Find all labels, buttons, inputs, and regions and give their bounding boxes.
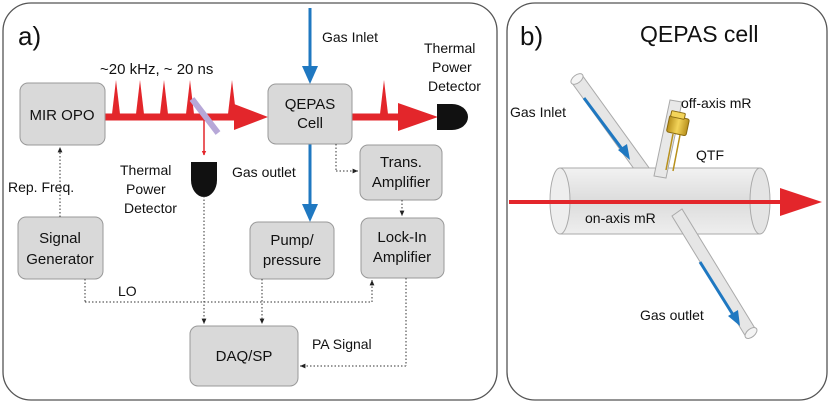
- thermal-left-line1: Thermal: [120, 162, 171, 178]
- mir-opo-box: MIR OPO: [19, 82, 106, 146]
- panel-b-label: b): [520, 21, 543, 51]
- gas-inlet-label: Gas Inlet: [322, 29, 378, 45]
- pa-signal-label: PA Signal: [312, 336, 372, 352]
- thermal-detector-right-icon: [437, 104, 468, 130]
- qtf-icon: [665, 110, 690, 172]
- thermal-left-line2: Power: [126, 181, 166, 197]
- daq-box: DAQ/SP: [189, 325, 299, 387]
- pulse-train: [112, 80, 388, 114]
- lockin-amplifier-box: Lock-In Amplifier: [360, 217, 445, 279]
- panel-a-label: a): [18, 21, 41, 51]
- mir-opo-label: MIR OPO: [29, 107, 94, 124]
- laser-beam: [105, 103, 438, 131]
- thermal-right-line1: Thermal: [424, 40, 475, 56]
- siggen-label-1: Signal: [39, 230, 81, 247]
- qtf-label: QTF: [696, 147, 724, 163]
- signal-lines: [57, 144, 407, 369]
- trans-amplifier-box: Trans. Amplifier: [359, 144, 443, 201]
- pulse-text: ~20 kHz, ~ 20 ns: [100, 61, 213, 78]
- on-axis-label: on-axis mR: [585, 210, 656, 226]
- siggen-label-2: Generator: [26, 251, 94, 268]
- trans-label-1: Trans.: [380, 154, 422, 171]
- pump-label-1: Pump/: [270, 232, 314, 249]
- pump-pressure-box: Pump/ pressure: [249, 221, 335, 280]
- trans-label-2: Amplifier: [372, 174, 430, 191]
- thermal-detector-left-icon: [191, 162, 217, 197]
- b-gas-outlet-label: Gas outlet: [640, 307, 704, 323]
- thermal-left-line3: Detector: [124, 200, 177, 216]
- pump-label-2: pressure: [263, 252, 321, 269]
- lockin-label-1: Lock-In: [377, 229, 426, 246]
- panel-a-frame: [2, 2, 498, 401]
- lockin-label-2: Amplifier: [373, 249, 431, 266]
- panel-b-title: QEPAS cell: [640, 21, 758, 47]
- qepas-label-2: Cell: [297, 115, 323, 132]
- off-axis-label: off-axis mR: [681, 95, 752, 111]
- b-gas-inlet-label: Gas Inlet: [510, 104, 566, 120]
- daq-label: DAQ/SP: [216, 348, 273, 365]
- lo-label: LO: [118, 283, 137, 299]
- b-laser-beam: [509, 188, 822, 216]
- qepas-cell-box: QEPAS Cell: [267, 83, 353, 145]
- thermal-right-line2: Power: [432, 59, 472, 75]
- panel-b-frame: [506, 2, 828, 401]
- thermal-right-line3: Detector: [428, 78, 481, 94]
- outlet-tube: [671, 208, 758, 339]
- gas-outlet-label: Gas outlet: [232, 164, 296, 180]
- signal-generator-box: Signal Generator: [17, 216, 104, 280]
- beam-splitter: [189, 97, 221, 135]
- qepas-label-1: QEPAS: [285, 96, 336, 113]
- rep-freq-label: Rep. Freq.: [8, 179, 74, 195]
